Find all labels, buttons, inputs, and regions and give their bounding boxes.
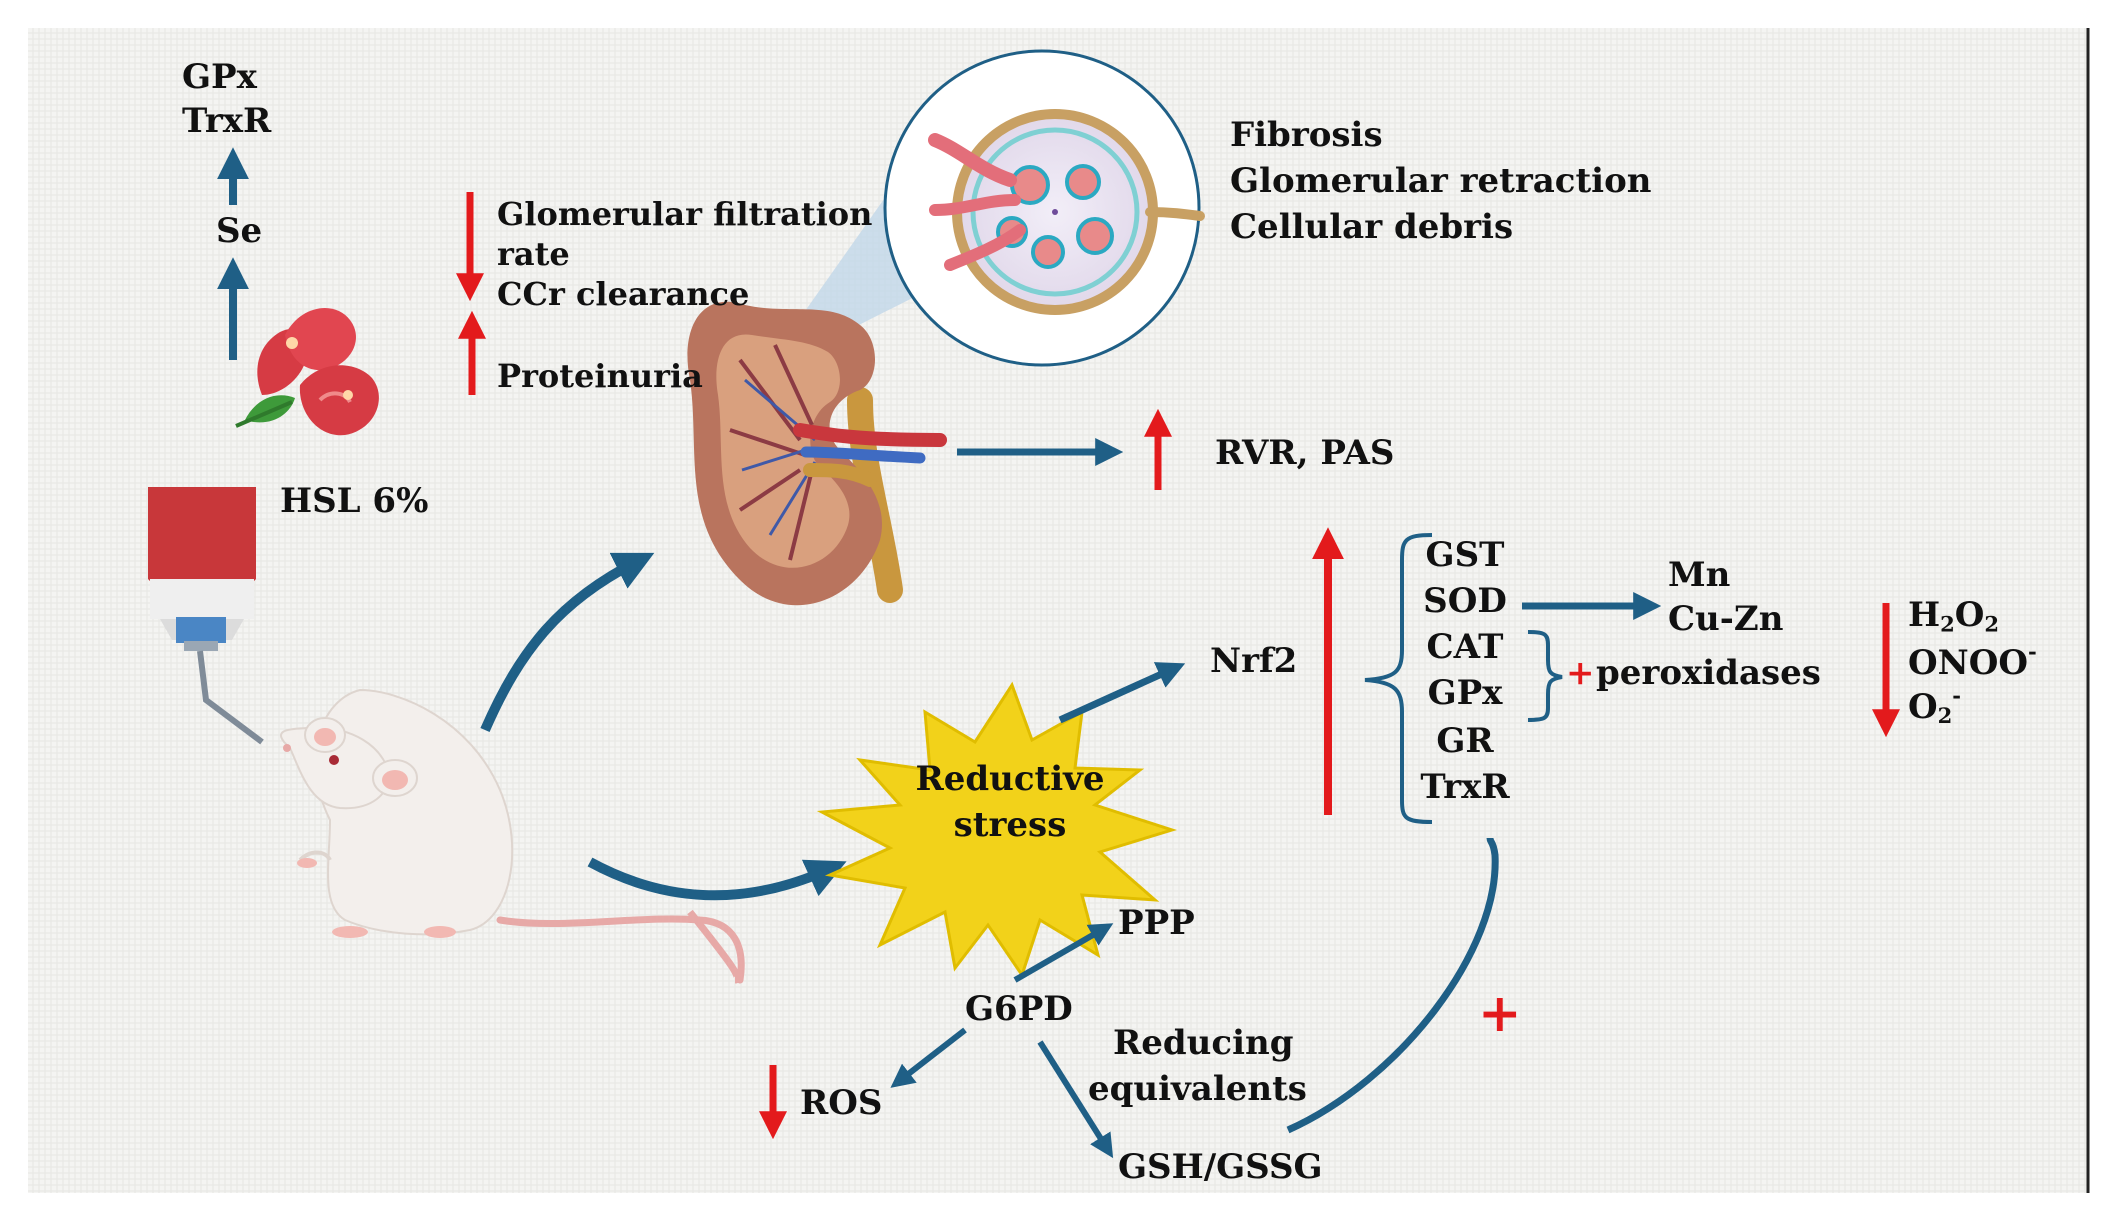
label-gpx-top: GPx <box>182 57 257 97</box>
label-se: Se <box>216 211 263 251</box>
arrow-g6pd-to-gsh <box>1037 1040 1114 1159</box>
enzyme-bracket <box>1364 533 1433 824</box>
label-onoo: ONOO- <box>1908 639 2037 683</box>
arrow-g6pd-to-ppp <box>1013 923 1114 983</box>
plus-peroxidases: + <box>1566 653 1595 693</box>
enzyme-gst: GST <box>1425 535 1505 575</box>
label-peroxidases: peroxidases <box>1596 653 1821 693</box>
label-h2o2: H2O2 <box>1908 595 2000 637</box>
feedback-curve-gsh-to-enzymes <box>1286 837 1499 1134</box>
label-stress: stress <box>953 805 1067 845</box>
enzyme-trxr: TrxR <box>1420 767 1510 807</box>
label-reductive: Reductive <box>915 759 1105 799</box>
gavage-vial-icon <box>148 487 264 745</box>
arrow-g6pd-to-ros <box>890 1027 967 1088</box>
label-reducing: Reducing <box>1113 1023 1294 1063</box>
label-superoxide: O2- <box>1908 683 1962 729</box>
label-rvr-pas: RVR, PAS <box>1215 433 1395 473</box>
enzyme-sod: SOD <box>1423 581 1507 621</box>
enzyme-gr: GR <box>1436 721 1494 761</box>
label-cellular-debris: Cellular debris <box>1230 207 1514 247</box>
label-gsh-gssg: GSH/GSSG <box>1118 1147 1323 1187</box>
label-equivalents: equivalents <box>1088 1069 1307 1109</box>
label-glomerular-retraction: Glomerular retraction <box>1230 161 1652 201</box>
label-proteinuria: Proteinuria <box>497 357 703 395</box>
plus-feedback: + <box>1478 983 1522 1044</box>
enzyme-cat: CAT <box>1426 627 1504 667</box>
label-hsl: HSL 6% <box>280 481 429 521</box>
label-fibrosis: Fibrosis <box>1230 115 1383 155</box>
arrow-mouse-to-kidney <box>480 552 655 733</box>
label-sod-cu-zn: Cu-Zn <box>1668 599 1784 639</box>
reductive-stress-starburst <box>816 681 1177 979</box>
label-ppp: PPP <box>1118 903 1195 943</box>
label-sod-mn: Mn <box>1668 555 1731 595</box>
label-gfr-line1: Glomerular filtration <box>497 195 873 233</box>
label-trxr-top: TrxR <box>182 101 272 141</box>
arrow-stress-to-nrf2 <box>1058 662 1186 724</box>
label-ccr-clearance: CCr clearance <box>497 275 750 313</box>
label-nrf2: Nrf2 <box>1210 641 1298 681</box>
glomerulus-icon <box>883 49 1205 367</box>
label-ros: ROS <box>800 1083 883 1123</box>
pomegranate-flower-icon <box>235 308 379 436</box>
arrow-mouse-to-reductive-stress <box>587 857 847 901</box>
label-g6pd: G6PD <box>965 989 1073 1029</box>
mouse-icon <box>280 688 745 984</box>
label-gfr-line2: rate <box>497 235 570 273</box>
enzyme-gpx: GPx <box>1427 673 1503 713</box>
cat-gpx-bracket <box>1527 630 1563 722</box>
kidney-icon <box>687 301 947 606</box>
